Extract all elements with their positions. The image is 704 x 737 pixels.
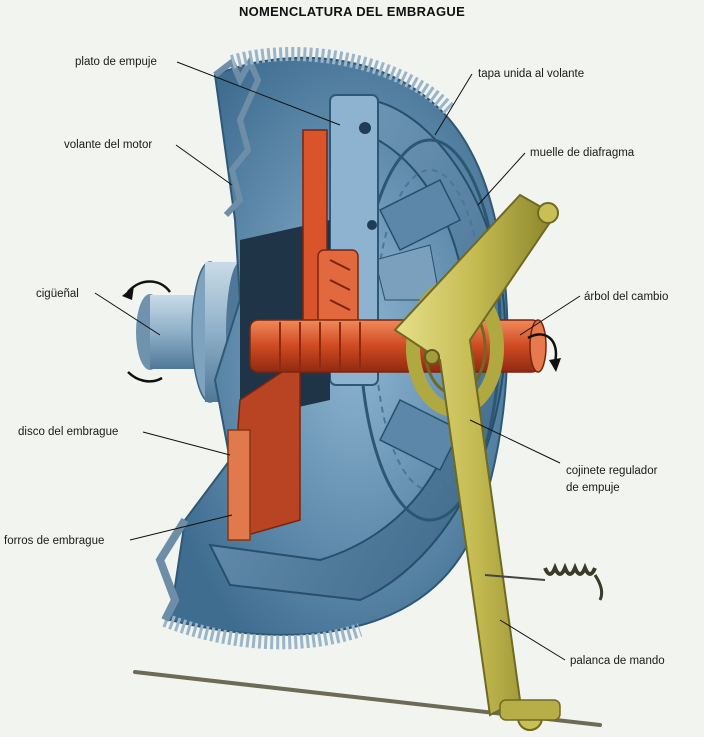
label-arbol-del-cambio: árbol del cambio xyxy=(584,291,669,303)
label-cojinete-line1: cojinete regulador xyxy=(566,465,658,477)
label-muelle-de-diafragma: muelle de diafragma xyxy=(530,147,635,159)
shaft-rotation-arrow-icon xyxy=(527,333,558,363)
clutch-linings xyxy=(227,429,251,541)
return-spring xyxy=(484,562,604,601)
label-palanca-de-mando: palanca de mando xyxy=(570,655,665,667)
label-cojinete-line2: de empuje xyxy=(566,482,620,494)
plate-bolt-2-icon xyxy=(367,220,377,230)
diaphragm-spring xyxy=(374,178,462,472)
diagram-title: NOMENCLATURA DEL EMBRAGUE xyxy=(238,4,466,19)
plate-bolt-icon xyxy=(359,122,371,134)
label-disco-del-embrague: disco del embrague xyxy=(18,426,119,438)
rotation-arrow-bottom-icon xyxy=(127,371,163,383)
label-tapa-unida-al-volante: tapa unida al volante xyxy=(478,68,585,80)
label-ciguenal: cigüeñal xyxy=(36,288,79,300)
label-plato-de-empuje: plato de empuje xyxy=(75,56,157,68)
rotation-arrowhead-icon xyxy=(122,286,134,300)
label-volante-del-motor: volante del motor xyxy=(64,139,153,151)
leader-lines xyxy=(94,61,581,661)
label-forros-de-embrague: forros de embrague xyxy=(4,535,105,547)
shaft-arrowhead-icon xyxy=(549,358,561,372)
rotation-arrow-icon xyxy=(127,280,172,293)
release-lever xyxy=(393,193,561,731)
